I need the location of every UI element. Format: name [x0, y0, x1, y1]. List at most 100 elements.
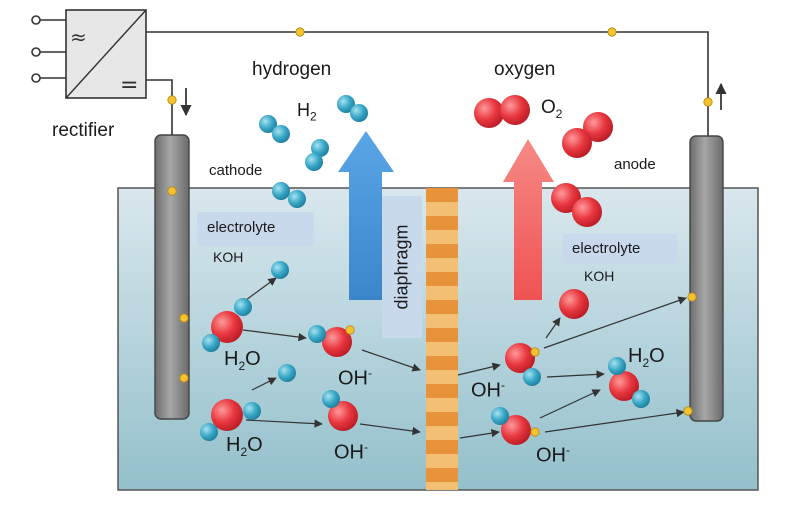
hydrogen-atom — [272, 125, 290, 143]
cathode-label: cathode — [209, 162, 263, 179]
diaphragm-stripe — [426, 440, 458, 454]
hydrogen-label: hydrogen — [252, 59, 332, 80]
diaphragm-stripe — [426, 426, 458, 440]
diaphragm-stripe — [426, 468, 458, 482]
contact-node — [687, 292, 697, 302]
diaphragm-stripe — [426, 202, 458, 216]
oxygen-atom — [211, 311, 243, 343]
oxygen-atom — [559, 289, 589, 319]
hydrogen-atom — [491, 407, 509, 425]
electrolyte-label-right: electrolyte — [572, 240, 641, 257]
hydrogen-atom — [308, 325, 326, 343]
oxygen-atom — [322, 327, 352, 357]
hydrogen-atom — [337, 95, 355, 113]
hydrogen-atom — [200, 423, 218, 441]
hydrogen-atom — [259, 115, 277, 133]
koh-label-left: KOH — [213, 249, 244, 265]
diaphragm-stripe — [426, 286, 458, 300]
oxygen-atom — [609, 371, 639, 401]
contact-node — [295, 27, 305, 37]
diaphragm-label: diaphragm — [391, 224, 412, 310]
contact-node — [167, 186, 177, 196]
diaphragm-stripe — [426, 328, 458, 342]
diaphragm — [426, 188, 458, 490]
contact-node — [683, 406, 693, 416]
diaphragm-stripe — [426, 230, 458, 244]
hydrogen-atom — [305, 153, 323, 171]
hydrogen-atom — [234, 298, 252, 316]
oxygen-atom — [328, 401, 358, 431]
anode-label: anode — [614, 156, 656, 173]
diaphragm-label-box: diaphragm — [382, 196, 422, 338]
contact-node — [703, 97, 713, 107]
h2-formula: H2 — [297, 100, 317, 124]
diaphragm-stripe — [426, 244, 458, 258]
diaphragm-stripe — [426, 482, 458, 490]
ion-path-arrows — [242, 277, 687, 439]
diaphragm-stripe — [426, 412, 458, 426]
diaphragm-stripe — [426, 216, 458, 230]
hydrogen-atom — [271, 261, 289, 279]
diaphragm-stripe — [426, 300, 458, 314]
oxygen-atom — [572, 197, 602, 227]
oh-formula-2: OH- — [334, 440, 368, 464]
diaphragm-stripe — [426, 258, 458, 272]
electrolyte-label-left: electrolyte — [207, 219, 276, 236]
hydrogen-atom — [278, 364, 296, 382]
hydrogen-atom — [523, 368, 541, 386]
contact-node — [179, 313, 189, 323]
oxygen-label: oxygen — [494, 59, 556, 80]
oh-formula-1: OH- — [338, 366, 372, 390]
hydrogen-arrow — [338, 131, 394, 300]
diaphragm-stripe — [426, 272, 458, 286]
oxygen-arrow — [503, 139, 554, 300]
diaphragm-stripe — [426, 454, 458, 468]
contact-node — [167, 95, 177, 105]
contact-node — [179, 373, 189, 383]
diaphragm-stripe — [426, 342, 458, 356]
hydrogen-atom — [311, 139, 329, 157]
input-terminals — [31, 15, 41, 83]
oxygen-atom — [211, 399, 243, 431]
anode-electrode — [689, 135, 724, 422]
rectifier-label: rectifier — [52, 120, 115, 141]
hydrogen-atom — [288, 190, 306, 208]
current-arrows — [180, 82, 727, 117]
contact-node — [530, 427, 540, 437]
contact-nodes — [167, 27, 713, 437]
contact-node — [607, 27, 617, 37]
diaphragm-stripe — [426, 356, 458, 370]
molecules — [200, 95, 650, 445]
oxygen-atom — [500, 95, 530, 125]
oxygen-atom — [501, 415, 531, 445]
electrolyte-box-right: electrolyte — [563, 234, 677, 264]
rectifier-dc-symbol: = — [120, 73, 138, 98]
hydrogen-atom — [243, 402, 261, 420]
hydrogen-atom — [322, 390, 340, 408]
electrolyte-box-left: electrolyte — [197, 212, 314, 246]
cathode-electrode — [154, 134, 190, 420]
oxygen-atom — [562, 128, 592, 158]
h2o-formula-1: H2O — [224, 348, 261, 373]
o2-formula: O2 — [541, 97, 563, 121]
rectifier-ac-symbol: ≈ — [70, 25, 87, 49]
rectifier-box — [65, 9, 147, 99]
oxygen-atom — [583, 112, 613, 142]
diaphragm-stripe — [426, 188, 458, 202]
circuit-wires — [38, 19, 709, 146]
h2o-formula-2: H2O — [226, 434, 263, 459]
diaphragm-stripe — [426, 314, 458, 328]
oh-formula-3: OH- — [471, 378, 505, 402]
hydrogen-atom — [608, 357, 626, 375]
diaphragm-stripe — [426, 370, 458, 384]
contact-node — [530, 347, 540, 357]
hydrogen-atom — [350, 104, 368, 122]
koh-label-right: KOH — [584, 268, 615, 284]
h2o-formula-3: H2O — [628, 345, 665, 370]
hydrogen-atom — [202, 334, 220, 352]
oxygen-atom — [505, 343, 535, 373]
contact-node — [345, 325, 355, 335]
hydrogen-atom — [272, 182, 290, 200]
oxygen-atom — [474, 98, 504, 128]
oh-formula-4: OH- — [536, 443, 570, 467]
